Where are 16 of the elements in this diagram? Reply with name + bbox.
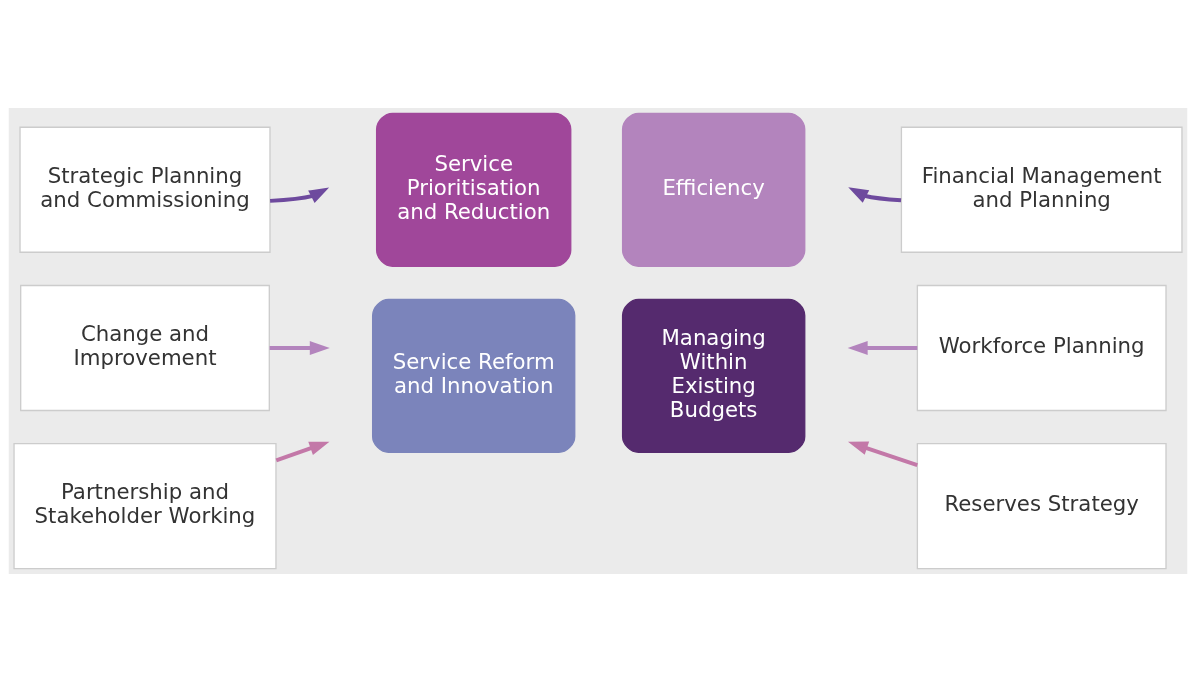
node-box: Financial Management and Planning	[900, 126, 1183, 253]
node-box: Strategic Planning and Commissioning	[19, 126, 271, 253]
node-box: Service Reform and Innovation	[371, 298, 576, 453]
node-box: Reserves Strategy	[916, 442, 1167, 569]
arrow	[275, 441, 330, 462]
node-box: Change and Improvement	[20, 284, 270, 411]
arrow	[847, 340, 918, 355]
node-box: Partnership and Stakeholder Working	[13, 442, 277, 569]
node-box: Service Prioritisation and Reduction	[375, 112, 572, 267]
arrow	[848, 186, 902, 203]
node-box: Efficiency	[621, 112, 806, 267]
arrow	[269, 340, 330, 355]
arrow	[269, 187, 330, 203]
node-box: Workforce Planning	[916, 284, 1167, 411]
node-box: Managing Within Existing Budgets	[621, 298, 806, 453]
arrow	[847, 441, 918, 467]
